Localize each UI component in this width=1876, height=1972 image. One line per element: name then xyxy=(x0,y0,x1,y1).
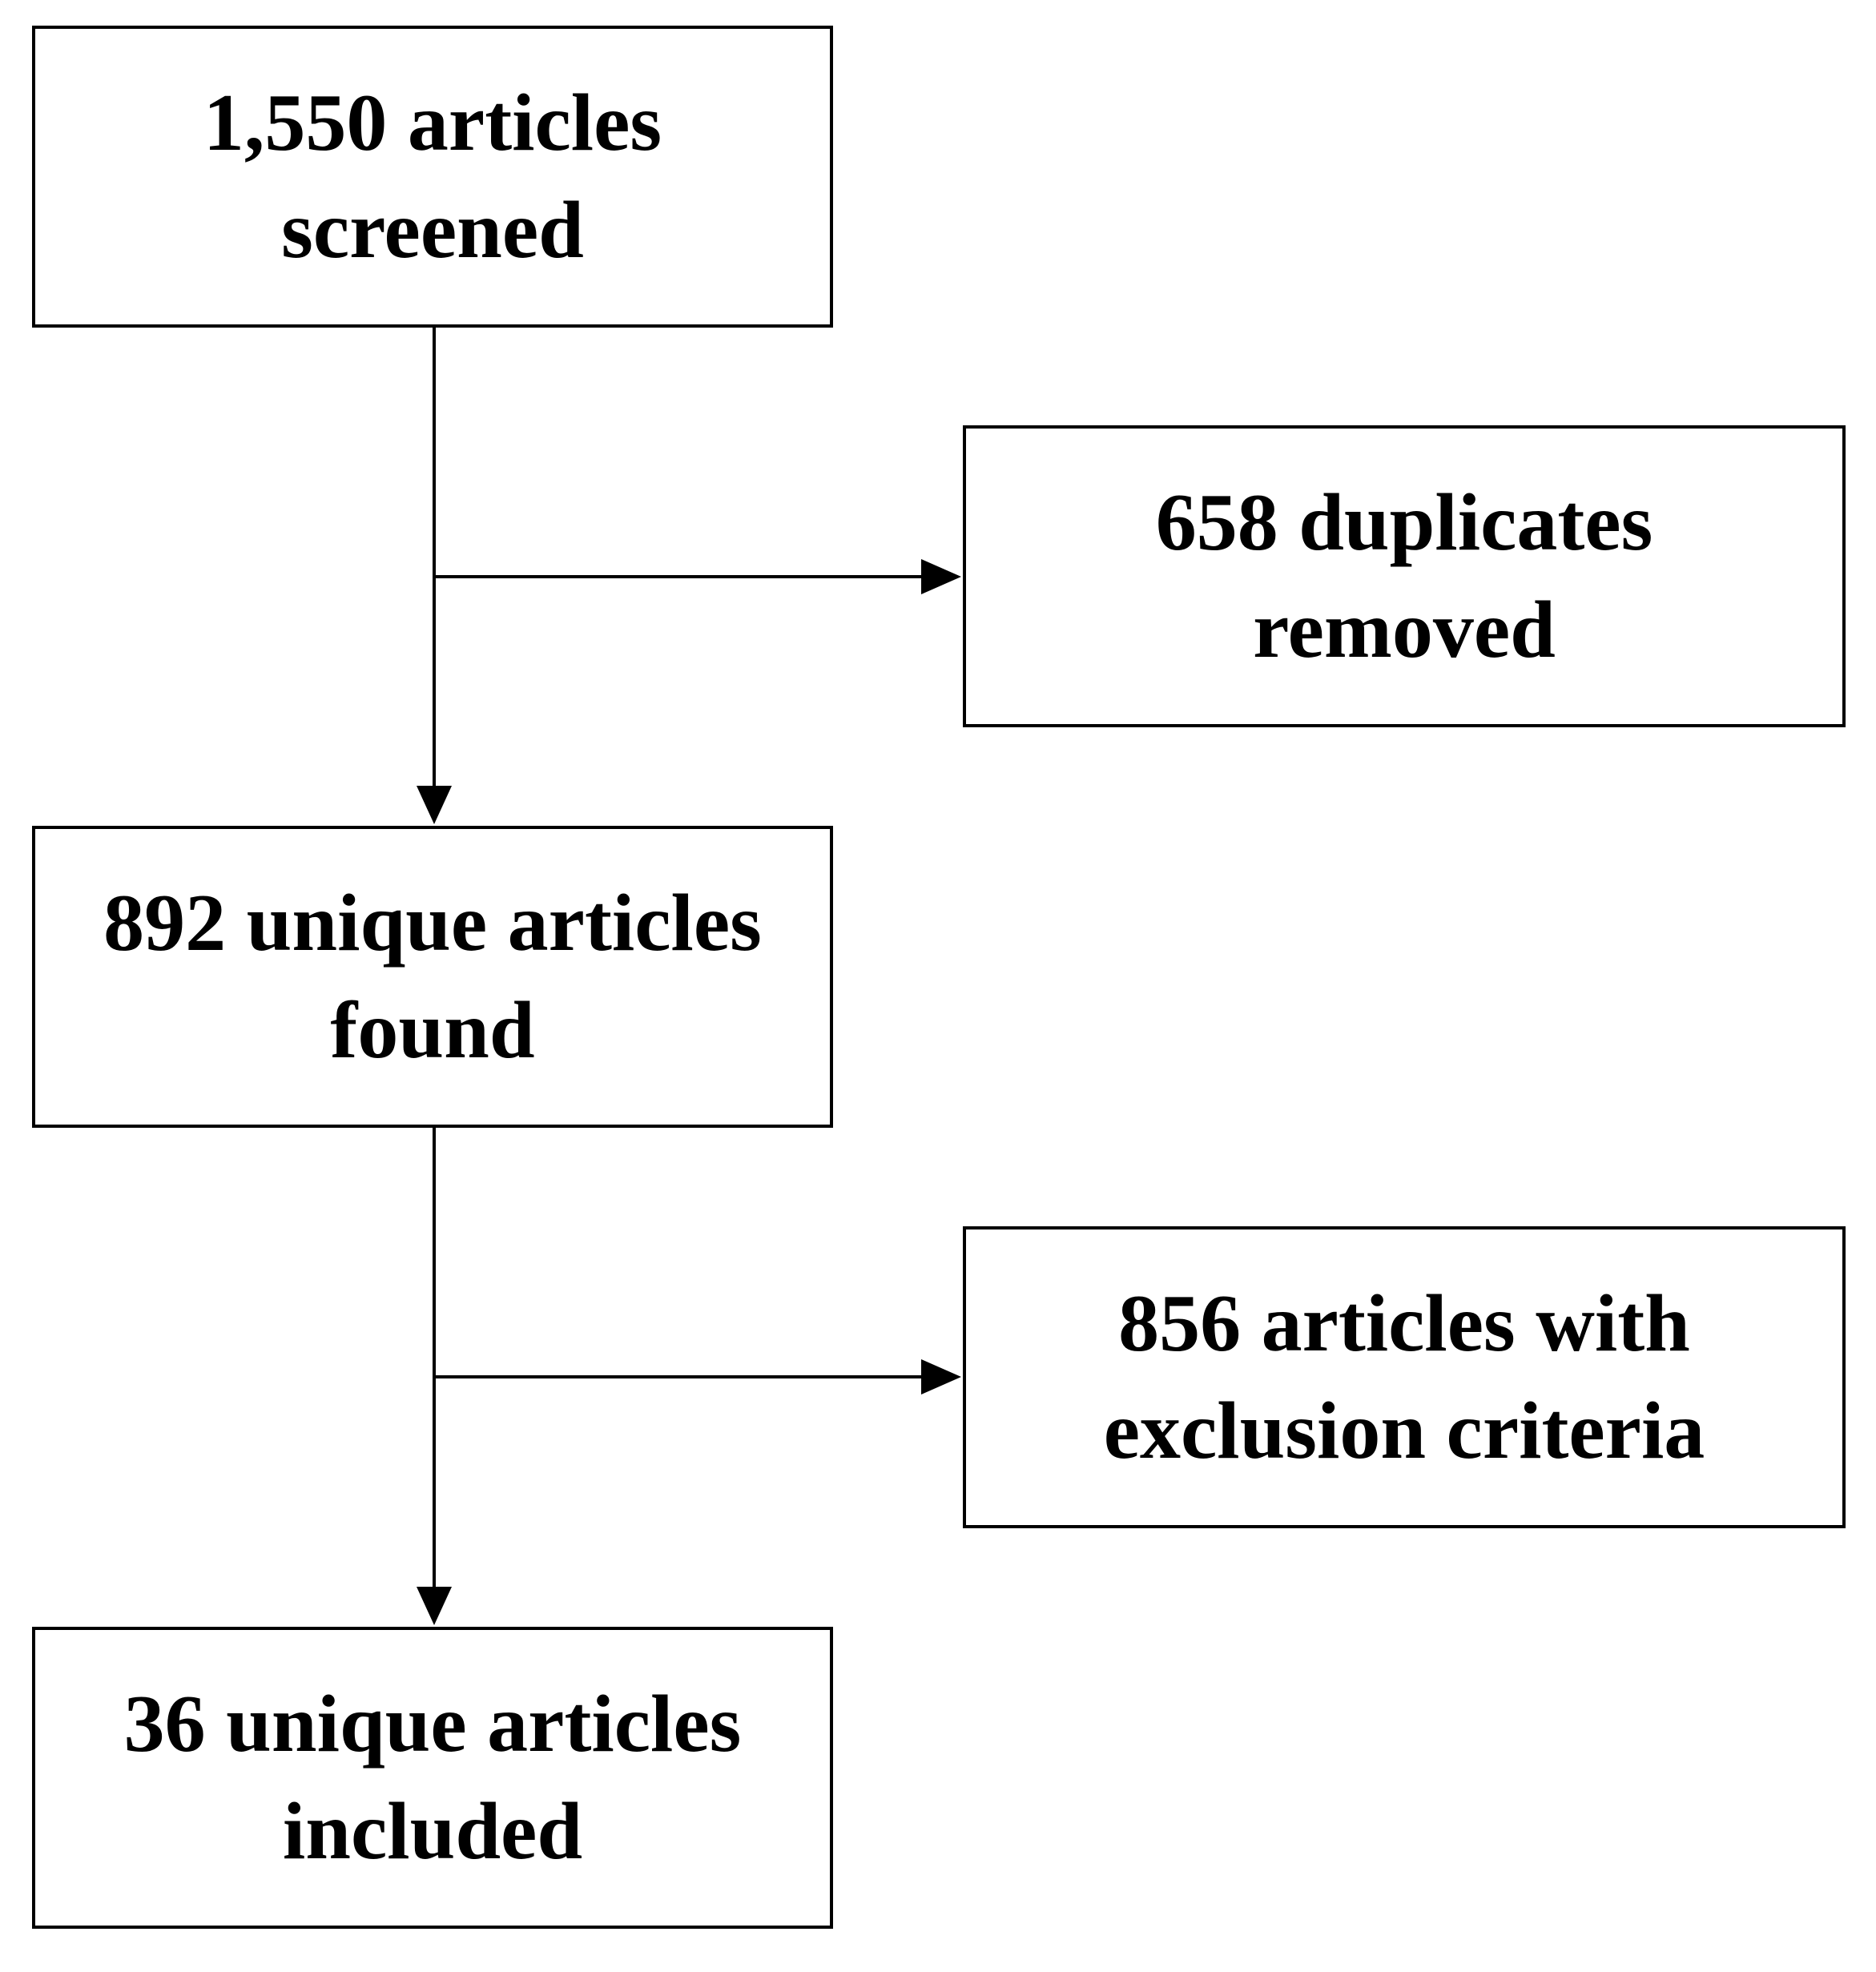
articles-included-box: 36 unique articles included xyxy=(32,1627,833,1929)
box-text-line-2: exclusion criteria xyxy=(1103,1385,1705,1476)
box-text-line-1: 36 unique articles xyxy=(123,1678,742,1769)
box-text-line-2: included xyxy=(282,1785,583,1877)
arrowhead-to-unique xyxy=(417,786,452,824)
unique-articles-found-box: 892 unique articles found xyxy=(32,826,833,1128)
box-text-line-2: removed xyxy=(1253,584,1556,675)
exclusion-criteria-box: 856 articles with exclusion criteria xyxy=(963,1226,1846,1528)
articles-screened-box: 1,550 articles screened xyxy=(32,26,833,328)
arrowhead-to-duplicates xyxy=(921,559,961,594)
box-text-line-1: 1,550 articles xyxy=(203,77,662,168)
duplicates-removed-box: 658 duplicates removed xyxy=(963,425,1846,727)
arrowhead-to-excluded xyxy=(921,1359,961,1394)
box-text-line-1: 856 articles with xyxy=(1118,1278,1690,1369)
box-text-line-1: 892 unique articles xyxy=(103,877,762,968)
box-text-line-2: found xyxy=(330,984,535,1076)
arrowhead-to-included xyxy=(417,1587,452,1625)
box-text-line-2: screened xyxy=(281,184,584,276)
box-text-line-1: 658 duplicates xyxy=(1155,477,1653,568)
